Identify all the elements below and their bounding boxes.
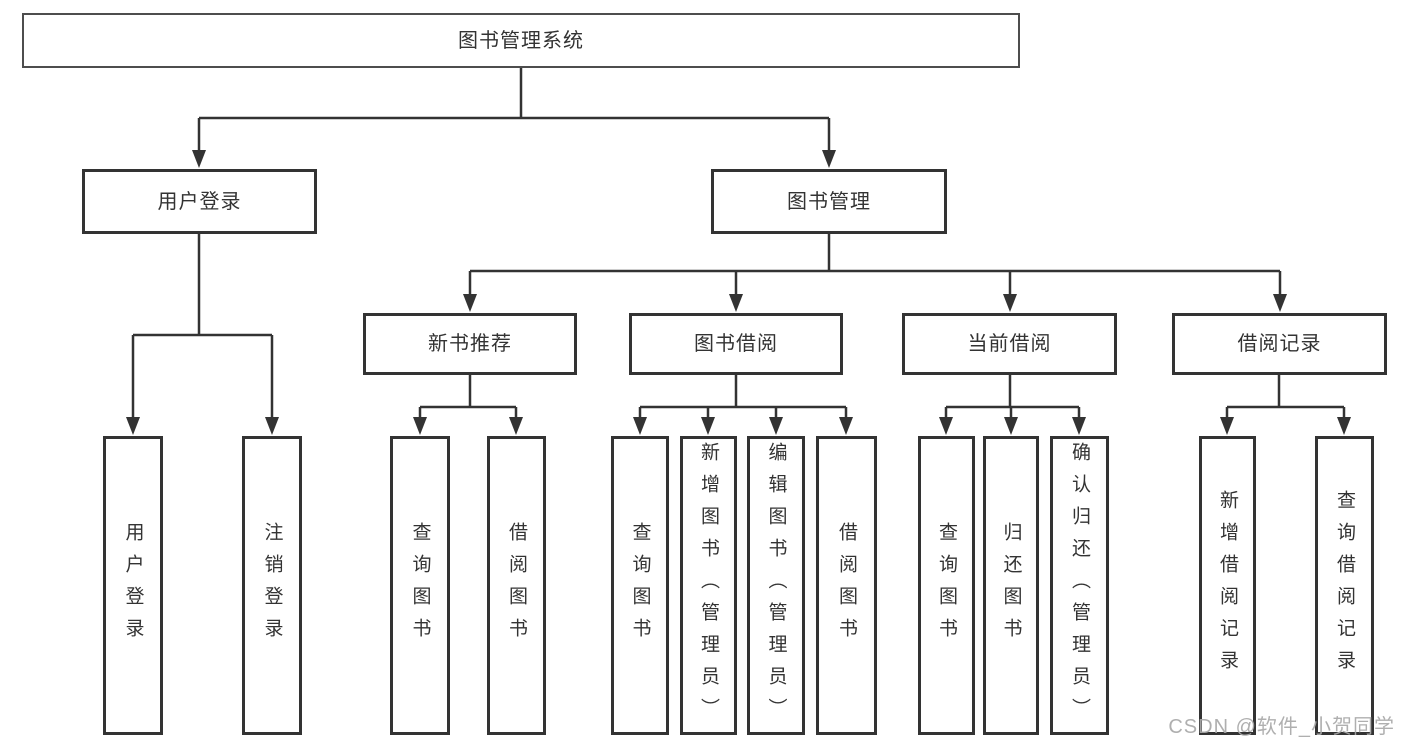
- node-leaf-bb-query-books: 查询图书: [611, 436, 669, 735]
- node-label: 确认归还（管理员）: [1069, 441, 1090, 730]
- node-leaf-user-login: 用户登录: [103, 436, 163, 735]
- node-current-borrowing: 当前借阅: [902, 313, 1117, 375]
- node-leaf-cb-confirm-return-admin: 确认归还（管理员）: [1050, 436, 1109, 735]
- node-leaf-br-query-record: 查询借阅记录: [1315, 436, 1374, 735]
- node-label: 用户登录: [122, 521, 144, 650]
- node-system-root: 图书管理系统: [22, 13, 1020, 68]
- node-label: 编辑图书（管理员）: [765, 441, 787, 730]
- node-book-management: 图书管理: [711, 169, 947, 234]
- node-label: 借阅图书: [836, 521, 857, 650]
- node-label: 借阅图书: [506, 521, 527, 650]
- node-leaf-bb-add-books-admin: 新增图书（管理员）: [680, 436, 737, 735]
- node-leaf-br-add-record: 新增借阅记录: [1199, 436, 1256, 735]
- node-label: 图书管理: [787, 190, 871, 213]
- node-label: 查询借阅记录: [1334, 489, 1355, 682]
- node-label: 图书管理系统: [458, 29, 584, 52]
- node-label: 注销登录: [261, 521, 283, 650]
- node-leaf-nb-query-books: 查询图书: [390, 436, 450, 735]
- node-borrowing-records: 借阅记录: [1172, 313, 1387, 375]
- node-label: 查询图书: [629, 521, 651, 650]
- node-leaf-cb-query-books: 查询图书: [918, 436, 975, 735]
- node-leaf-logout: 注销登录: [242, 436, 302, 735]
- node-leaf-cb-return-books: 归还图书: [983, 436, 1039, 735]
- node-user-login: 用户登录: [82, 169, 317, 234]
- node-label: 用户登录: [157, 190, 242, 213]
- node-book-borrowing: 图书借阅: [629, 313, 843, 375]
- node-label: 新增图书（管理员）: [698, 441, 719, 730]
- node-leaf-bb-borrow-books: 借阅图书: [816, 436, 877, 735]
- node-label: 查询图书: [409, 521, 431, 650]
- node-label: 图书借阅: [694, 333, 778, 355]
- csdn-watermark: CSDN @软件_小贺同学: [1168, 716, 1395, 738]
- node-label: 查询图书: [936, 521, 957, 650]
- node-leaf-nb-borrow-books: 借阅图书: [487, 436, 546, 735]
- arrowheads: [126, 150, 1351, 435]
- node-label: 归还图书: [1000, 521, 1022, 650]
- node-label: 新增借阅记录: [1217, 489, 1238, 682]
- node-label: 新书推荐: [428, 333, 512, 355]
- node-label: 当前借阅: [967, 333, 1052, 355]
- node-label: 借阅记录: [1237, 333, 1322, 355]
- node-new-book-recommend: 新书推荐: [363, 313, 577, 375]
- node-leaf-bb-edit-books-admin: 编辑图书（管理员）: [747, 436, 805, 735]
